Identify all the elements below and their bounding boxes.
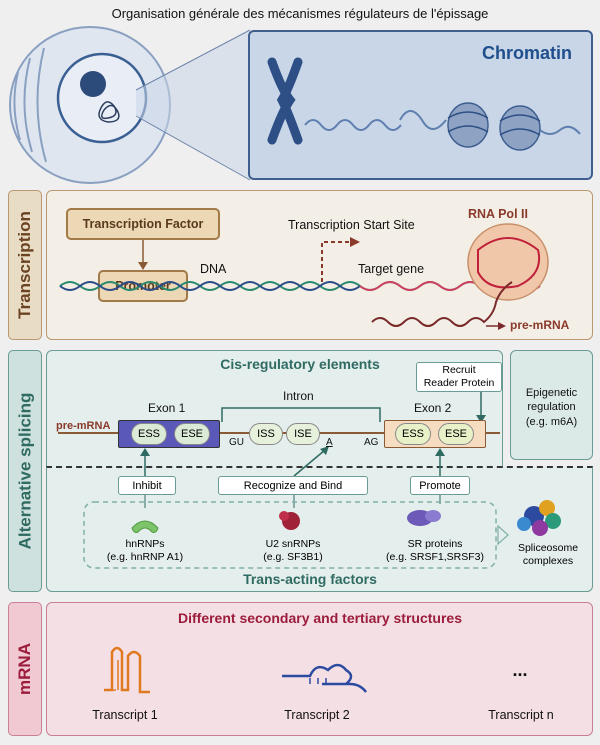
mrna-title: Different secondary and tertiary structu…: [178, 610, 462, 626]
transcriptn-label: Transcript n: [488, 708, 554, 722]
transcription-factor-box: Transcription Factor: [66, 208, 220, 240]
splicing-side-label: Alternative splicing: [8, 350, 42, 592]
epigenetic-panel: [510, 350, 593, 460]
exon1-ese: ESE: [174, 423, 210, 445]
trans-title: Trans-acting factors: [243, 571, 377, 587]
spliceosome-label: Spliceosome complexes: [517, 542, 579, 568]
promoter-box: Promoter: [98, 270, 188, 302]
chromatin-title: Chromatin: [482, 43, 572, 63]
intron-ise: ISE: [286, 423, 320, 445]
mrna-side-label: mRNA: [8, 602, 42, 736]
recruit-box: Recruit Reader Protein: [416, 362, 502, 392]
intron-iss: ISS: [249, 423, 283, 445]
tss-label: Transcription Start Site: [288, 218, 415, 232]
hnrnps-label: hnRNPs (e.g. hnRNP A1): [106, 538, 184, 564]
sr-label: SR proteins (e.g. SRSF1,SRSF3): [385, 538, 485, 564]
transcript1-label: Transcript 1: [92, 708, 158, 722]
ellipsis-label: ...: [512, 660, 528, 680]
transcription-side-label: Transcription: [8, 190, 42, 340]
u2-label: U2 snRNPs (e.g. SF3B1): [263, 538, 323, 564]
dna-label: DNA: [200, 262, 227, 276]
exon1-ess: ESS: [131, 423, 167, 445]
transcript2-label: Transcript 2: [284, 708, 350, 722]
exon2-label: Exon 2: [414, 401, 452, 415]
cis-title: Cis-regulatory elements: [220, 356, 380, 372]
a-label: A: [326, 437, 333, 448]
gu-label: GU: [229, 437, 244, 448]
exon2-ese: ESE: [438, 423, 474, 445]
exon1-label: Exon 1: [148, 401, 186, 415]
inhibit-box: Inhibit: [118, 476, 176, 495]
page-title: Organisation générale des mécanismes rég…: [111, 6, 489, 21]
exon2-ess: ESS: [395, 423, 431, 445]
pre-mrna-label: pre-mRNA: [510, 318, 570, 332]
chromatin-panel: [248, 30, 593, 180]
recognize-box: Recognize and Bind: [218, 476, 368, 495]
splicing-pre-mrna-label: pre-mRNA: [56, 420, 111, 432]
epigenetic-label: Epigenetic regulation (e.g. m6A): [525, 387, 578, 428]
target-gene-label: Target gene: [358, 262, 425, 276]
rna-pol-label: RNA Pol II: [468, 207, 528, 221]
ag-label: AG: [364, 437, 379, 448]
promote-box: Promote: [410, 476, 470, 495]
intron-label: Intron: [283, 389, 314, 403]
